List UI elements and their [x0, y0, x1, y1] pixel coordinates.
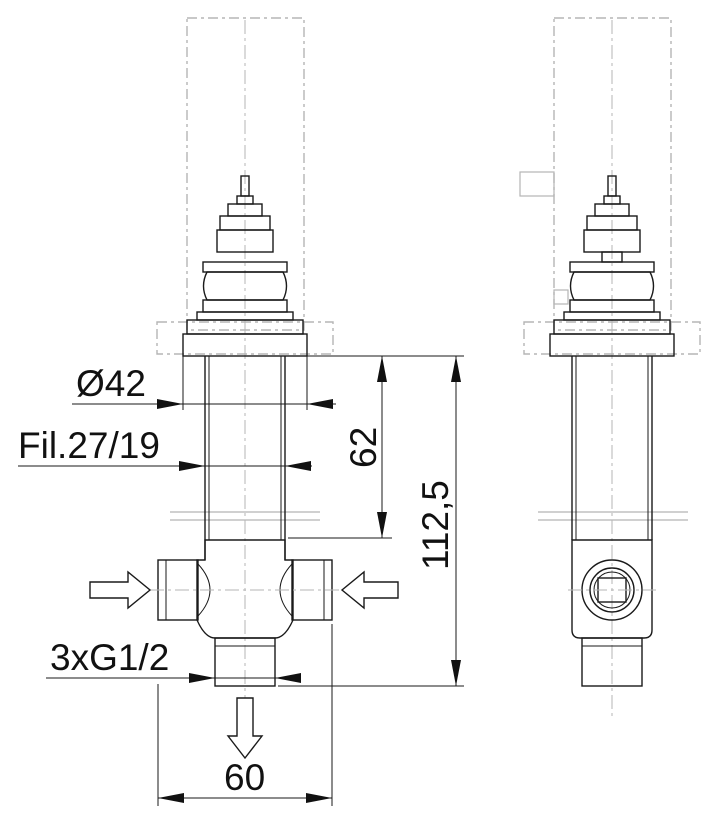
side-valve-body	[568, 539, 656, 687]
side-body-tube	[571, 356, 653, 540]
dim-height-total: 112,5	[278, 355, 464, 687]
inlet-right-arrow	[340, 570, 399, 610]
dim-thread: Fil.27/19	[18, 425, 312, 471]
side-port-inner	[589, 567, 635, 613]
inlet-left-arrow	[89, 570, 152, 610]
outlet-down-arrow	[226, 697, 264, 760]
connections-label: 3xG1/2	[50, 637, 169, 678]
dim-height-inner: 62	[288, 355, 392, 539]
front-valve-body	[150, 539, 340, 687]
thread-label: Fil.27/19	[18, 425, 160, 466]
dim-connections: 3xG1/2	[46, 637, 301, 683]
diameter-label: Ø42	[76, 363, 146, 404]
height-total-label: 112,5	[415, 480, 456, 570]
side-view	[519, 17, 701, 720]
front-body-tube	[204, 356, 286, 560]
front-cartridge	[182, 175, 308, 357]
front-ghost-housing	[156, 17, 334, 521]
height-inner-label: 62	[343, 427, 384, 468]
dim-diameter: Ø42	[72, 356, 336, 410]
side-cartridge	[549, 175, 675, 357]
front-view: Ø42 Fil.27/19 3xG1/2 60	[18, 17, 464, 806]
dim-width: 60	[157, 624, 333, 806]
flow-arrows	[89, 570, 399, 760]
side-ghost-housing	[519, 17, 701, 521]
width-label: 60	[224, 757, 265, 798]
